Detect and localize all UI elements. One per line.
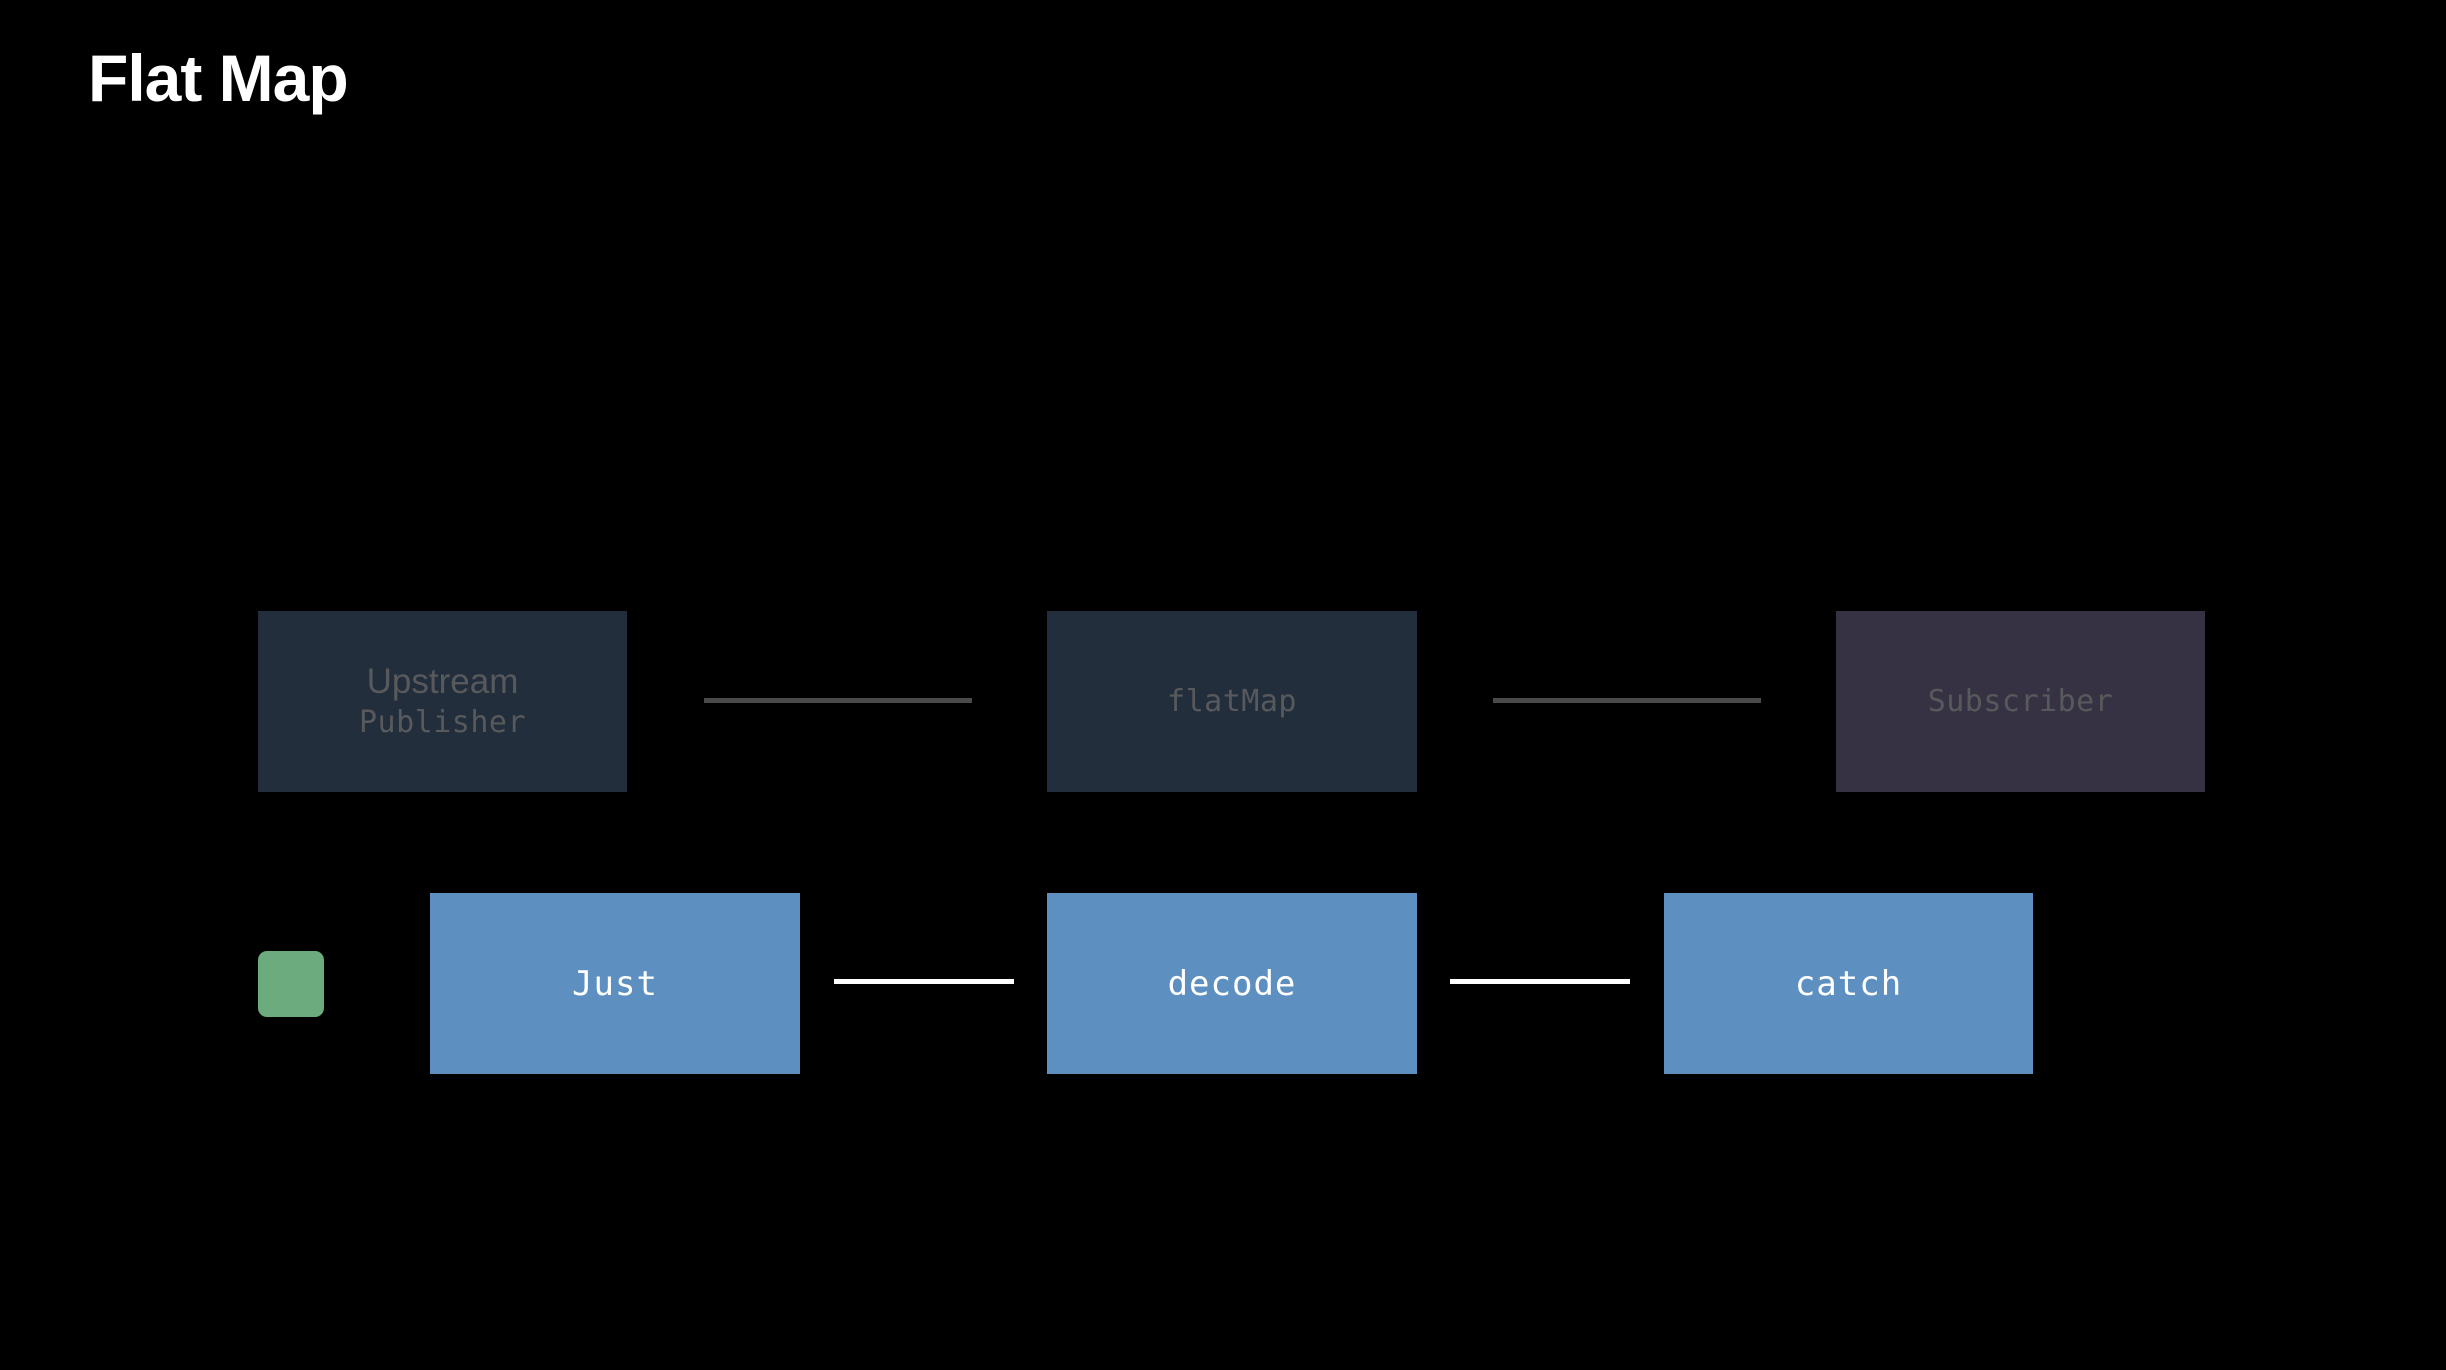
node-just-publisher[interactable]: Just [430, 893, 800, 1074]
node-catch-operator-label: catch [1794, 963, 1903, 1004]
node-flatmap-operator[interactable]: flatMap [1047, 611, 1417, 792]
node-flatmap-operator-label: flatMap [1167, 683, 1297, 719]
node-just-publisher-label: Just [572, 963, 658, 1004]
node-subscriber[interactable]: Subscriber [1836, 611, 2205, 792]
page-title: Flat Map [88, 41, 349, 115]
connector-flatmap-to-subscriber [1493, 698, 1761, 703]
node-subscriber-label: Subscriber [1927, 683, 2114, 719]
node-upstream-publisher[interactable]: Upstream Publisher [258, 611, 627, 792]
connector-decode-to-catch [1450, 979, 1630, 984]
connector-upstream-to-flatmap [704, 698, 972, 703]
node-decode-operator-label: decode [1167, 963, 1297, 1004]
connector-just-to-decode [834, 979, 1014, 984]
value-chip-input[interactable] [258, 951, 324, 1017]
node-catch-operator[interactable]: catch [1664, 893, 2033, 1074]
node-upstream-publisher-label-line2: Publisher [358, 704, 527, 740]
node-decode-operator[interactable]: decode [1047, 893, 1417, 1074]
node-upstream-publisher-label-line1: Upstream [366, 661, 519, 701]
